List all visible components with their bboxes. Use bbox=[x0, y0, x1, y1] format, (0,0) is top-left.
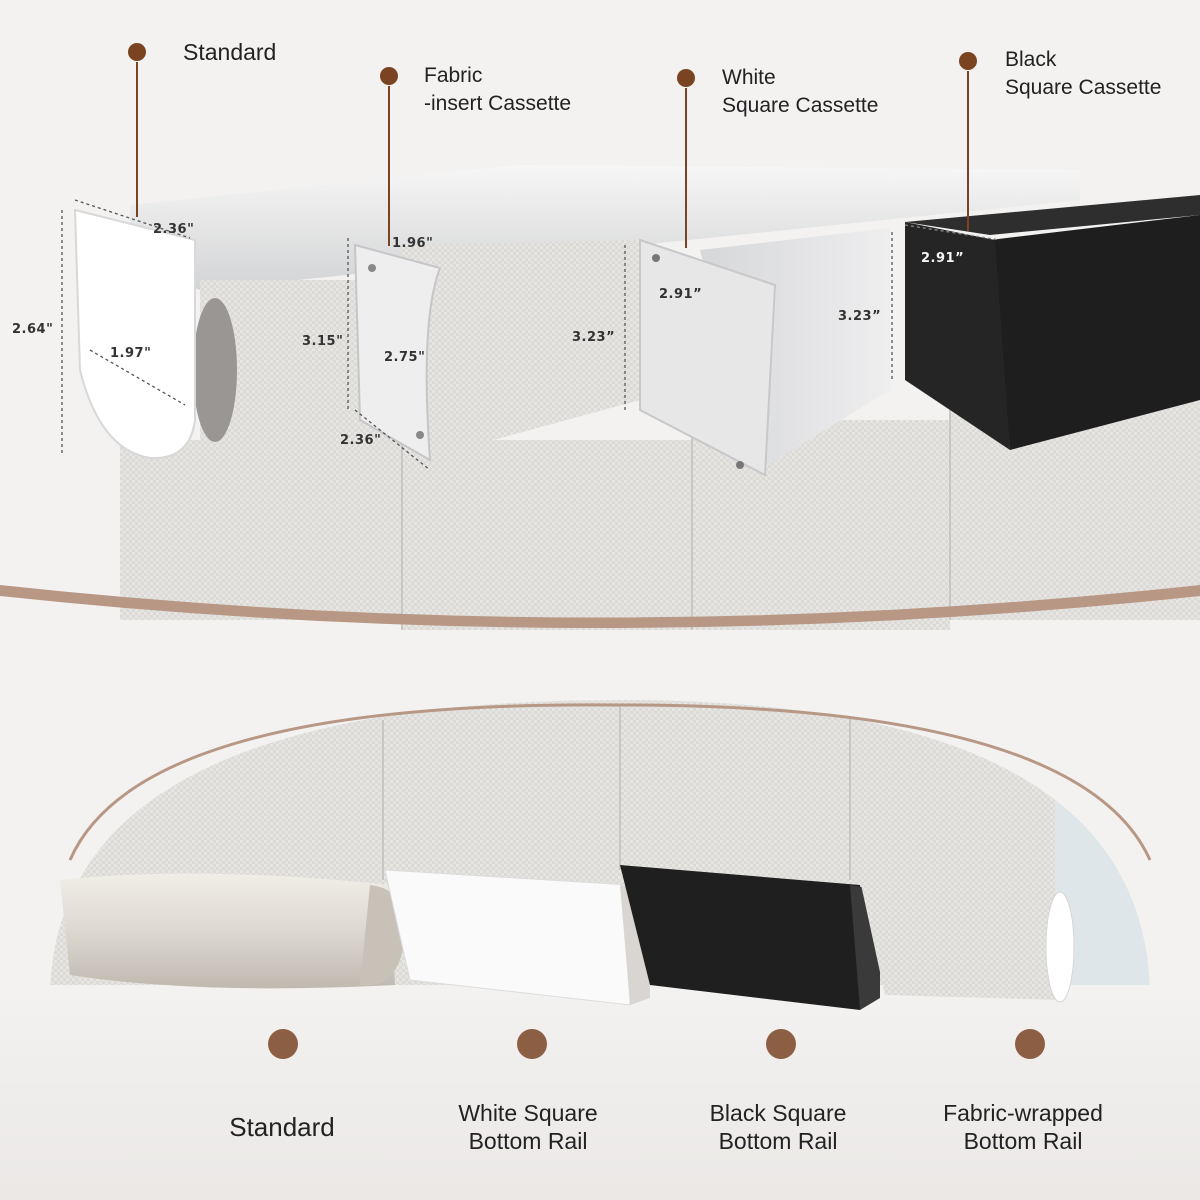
label-black-square-cassette: Black Square Cassette bbox=[1005, 48, 1162, 99]
section-divider-arc bbox=[0, 585, 1200, 628]
dim-fabric-bottom: 2.36" bbox=[340, 433, 382, 448]
standard-bottom-rail bbox=[60, 873, 395, 989]
fabric-panel-2 bbox=[402, 440, 692, 630]
fabric-wrapped-bottom-rail bbox=[860, 880, 1060, 1000]
dim-black-depth: 2.91” bbox=[921, 251, 965, 266]
label-standard-cassette: Standard bbox=[183, 39, 277, 65]
black-rail-dot bbox=[766, 1029, 796, 1059]
fabric-panel-1 bbox=[120, 440, 402, 620]
fabric-insert-leader-line bbox=[388, 86, 390, 246]
white-square-leader-line bbox=[685, 88, 687, 248]
dim-white-height: 3.23” bbox=[572, 330, 616, 345]
fabric-rail-dot bbox=[1015, 1029, 1045, 1059]
white-square-dot bbox=[677, 69, 695, 87]
dim-standard-diameter: 1.97" bbox=[110, 346, 152, 361]
white-cassette-end bbox=[639, 238, 777, 477]
standard-end-bracket bbox=[73, 208, 196, 460]
black-square-leader-line bbox=[967, 71, 969, 231]
fabric-cassette-body bbox=[400, 240, 640, 460]
black-square-dot bbox=[959, 52, 977, 70]
dim-white-depth: 2.91” bbox=[659, 287, 703, 302]
dim-black-height: 3.23” bbox=[838, 309, 882, 324]
dim-fabric-top: 1.96" bbox=[392, 236, 434, 251]
label-fabric-wrapped-rail: Fabric-wrapped Bottom Rail bbox=[943, 1100, 1103, 1154]
dim-standard-height: 2.64" bbox=[12, 322, 54, 337]
bottom-oval-arc bbox=[68, 703, 1152, 861]
dim-fabric-height: 3.15" bbox=[302, 334, 344, 349]
standard-leader-line bbox=[136, 62, 138, 217]
fabric-cassette-end-cap bbox=[353, 243, 442, 462]
fabric-insert-dot bbox=[380, 67, 398, 85]
label-fabric-insert-cassette: Fabric -insert Cassette bbox=[424, 64, 572, 115]
dim-fabric-mid: 2.75" bbox=[384, 350, 426, 365]
black-cassette-end bbox=[905, 222, 1010, 450]
label-black-square-rail: Black Square Bottom Rail bbox=[709, 1100, 847, 1154]
black-bottom-rail bbox=[620, 865, 860, 1010]
dim-standard-top-width: 2.36" bbox=[153, 222, 195, 237]
standard-dot bbox=[128, 43, 146, 61]
label-white-square-rail: White Square Bottom Rail bbox=[458, 1100, 598, 1154]
black-cassette-body bbox=[990, 215, 1200, 450]
label-standard-rail: Standard bbox=[229, 1112, 335, 1142]
label-white-square-cassette: White Square Cassette bbox=[722, 66, 879, 117]
standard-rail-dot bbox=[268, 1029, 298, 1059]
black-cassette-top bbox=[905, 195, 1200, 235]
white-rail-dot bbox=[517, 1029, 547, 1059]
